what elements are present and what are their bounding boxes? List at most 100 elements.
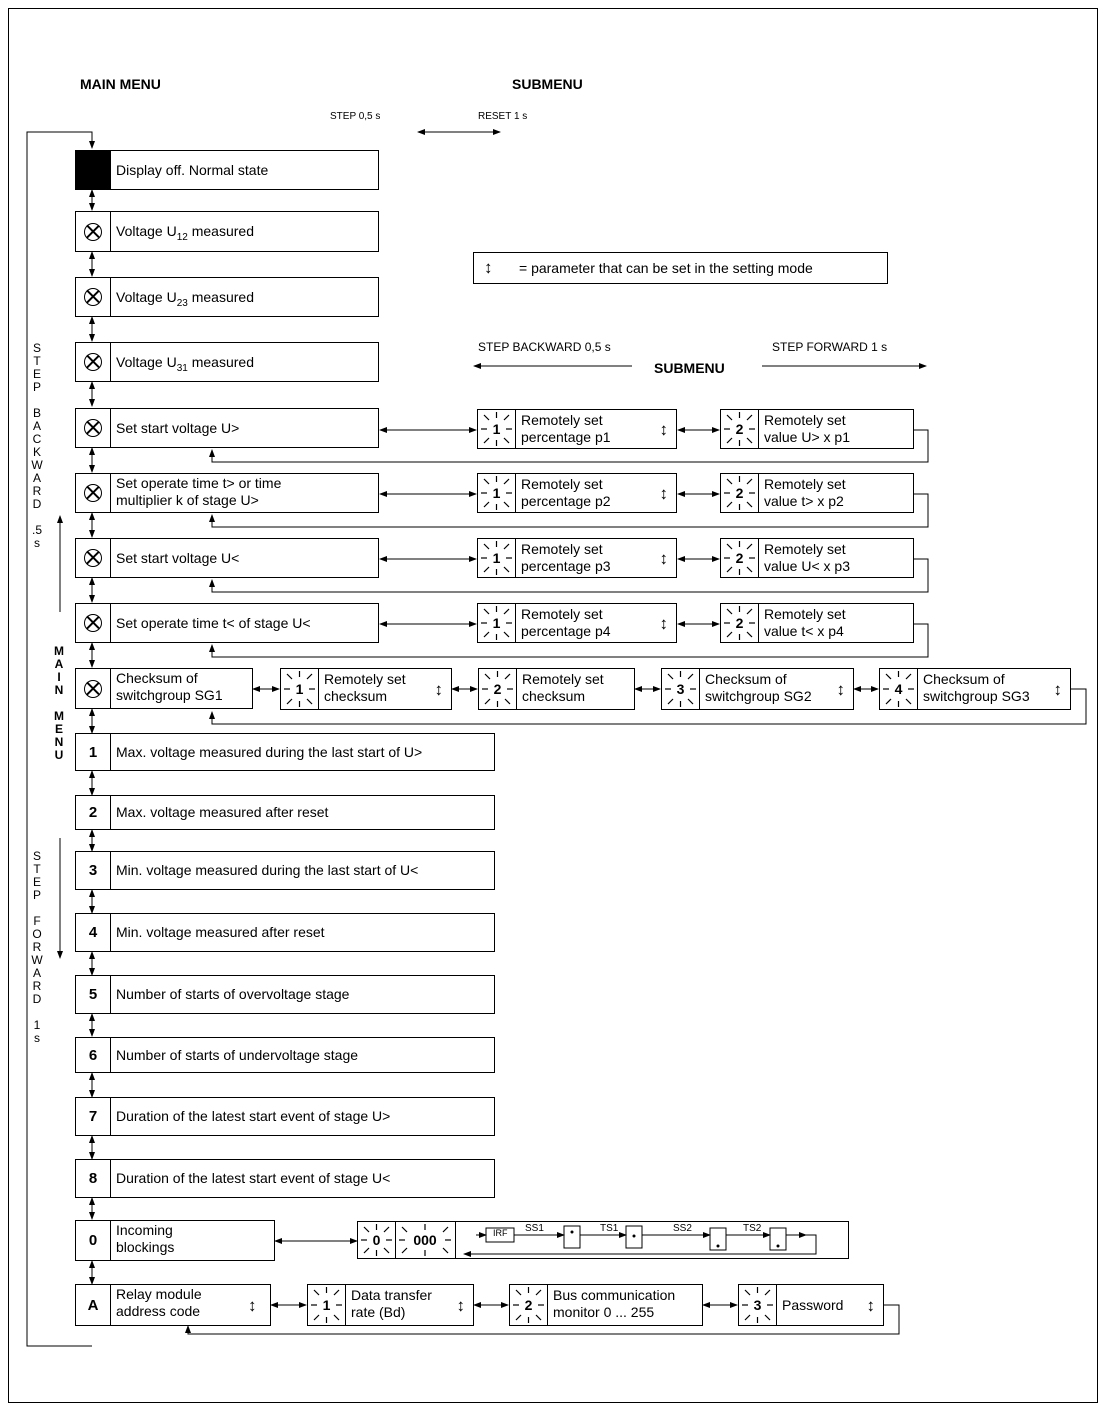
menu-label: Voltage U12 measured xyxy=(116,223,254,243)
menu-label: Relay module xyxy=(116,1286,202,1302)
ts1-label: TS1 xyxy=(600,1223,619,1234)
submenu-label-line2: checksum xyxy=(324,688,388,704)
flashing-digit-icon: 4 xyxy=(880,669,918,709)
submenu-label: Remotely set xyxy=(764,606,846,622)
menu-label-line2: switchgroup SG1 xyxy=(116,687,223,703)
updown-arrow-icon: ↕ xyxy=(659,484,669,503)
flashing-digit-icon: 2 xyxy=(721,539,759,577)
updown-arrow-icon: ↕ xyxy=(866,1296,876,1315)
submenu-label: Remotely set xyxy=(764,541,846,557)
main-menu-item[interactable]: 6 Number of starts of undervoltage stage xyxy=(75,1037,495,1073)
menu-label: Incoming xyxy=(116,1222,173,1238)
menu-code xyxy=(76,669,111,708)
menu-code: 1 xyxy=(76,734,111,770)
flashing-digit-icon: 0 xyxy=(358,1222,395,1258)
main-menu-item[interactable]: Voltage U12 measured xyxy=(75,211,379,252)
main-menu-item[interactable]: Display off. Normal state xyxy=(75,150,379,190)
main-menu-item[interactable]: 3 Min. voltage measured during the last s… xyxy=(75,851,495,890)
flashing-digit-icon: 2 xyxy=(510,1285,548,1325)
updown-arrow-icon: ↕ xyxy=(434,680,444,699)
main-menu-item[interactable]: Set start voltage U> xyxy=(75,408,379,448)
submenu-mid-heading: SUBMENU xyxy=(654,360,725,376)
menu-label: Set operate time t< of stage U< xyxy=(116,614,311,631)
flashing-digit-icon: 1 xyxy=(308,1285,346,1325)
menu-label: Voltage U31 measured xyxy=(116,353,254,374)
menu-label: Set start voltage U> xyxy=(116,419,240,436)
submenu-label: Remotely set xyxy=(522,671,604,687)
submenu-label-line2: switchgroup SG2 xyxy=(705,688,812,704)
updown-arrow-icon: ↕ xyxy=(248,1296,257,1315)
submenu-label-line2: percentage p3 xyxy=(521,558,611,574)
menu-code xyxy=(76,539,111,577)
submenu-label-line2: value U< x p3 xyxy=(764,558,850,574)
lamp-icon xyxy=(84,288,102,306)
step-forward-label: STEP FORWARD 1 s xyxy=(772,340,888,354)
updown-arrow-icon: ↕ xyxy=(659,549,669,568)
flashing-digit-icon: 3 xyxy=(662,669,700,709)
flashing-digit-icon: 1 xyxy=(478,604,516,642)
flashing-digit-icon: 1 xyxy=(281,669,319,709)
step-backward-label: STEP BACKWARD 0,5 s xyxy=(478,340,611,354)
flashing-digit-icon: 2 xyxy=(479,669,517,709)
flashing-digit-icon: 3 xyxy=(739,1285,777,1325)
lamp-icon xyxy=(84,549,102,567)
main-menu-item[interactable]: Voltage U31 measured xyxy=(75,342,379,382)
menu-label: Checksum of xyxy=(116,670,198,686)
menu-label: Number of starts of undervoltage stage xyxy=(116,1046,359,1063)
menu-code: 6 xyxy=(76,1038,111,1072)
lamp-icon xyxy=(84,679,102,698)
submenu-label: Remotely set xyxy=(521,541,603,557)
main-menu-item[interactable]: Voltage U23 measured xyxy=(75,277,379,317)
updown-arrow-icon: ↕ xyxy=(484,258,493,277)
submenu-label: Remotely set xyxy=(521,476,603,492)
menu-label: Max. voltage measured during the last st… xyxy=(116,743,423,760)
submenu-label-line2: switchgroup SG3 xyxy=(923,688,1030,704)
menu-code: 5 xyxy=(76,976,111,1013)
menu-label: Set operate time t> or time xyxy=(116,475,282,491)
submenu-label: Remotely set xyxy=(521,606,603,622)
submenu-label-line2: monitor 0 ... 255 xyxy=(553,1304,655,1320)
menu-code: 3 xyxy=(76,852,111,889)
irf-label: IRF xyxy=(493,1228,508,1238)
updown-arrow-icon: ↕ xyxy=(1053,680,1063,699)
menu-label: Min. voltage measured during the last st… xyxy=(116,862,419,878)
main-menu-item[interactable]: Set start voltage U< xyxy=(75,538,379,578)
main-menu-heading: MAIN MENU xyxy=(80,76,161,92)
submenu-label: Checksum of xyxy=(705,671,787,687)
updown-arrow-icon: ↕ xyxy=(659,420,669,439)
main-menu-item[interactable]: 1 Max. voltage measured during the last s… xyxy=(75,733,495,771)
lamp-icon xyxy=(84,614,102,632)
main-menu-item[interactable]: Set operate time t< of stage U< xyxy=(75,603,379,643)
legend-text: = parameter that can be set in the setti… xyxy=(519,260,813,276)
lamp-icon xyxy=(84,419,102,437)
lamp-icon xyxy=(84,484,102,502)
submenu-label: Bus communication xyxy=(553,1287,676,1303)
menu-code xyxy=(76,409,111,447)
step-forward-vertical: S T E P F O R W A R D 1 s xyxy=(31,849,43,1045)
